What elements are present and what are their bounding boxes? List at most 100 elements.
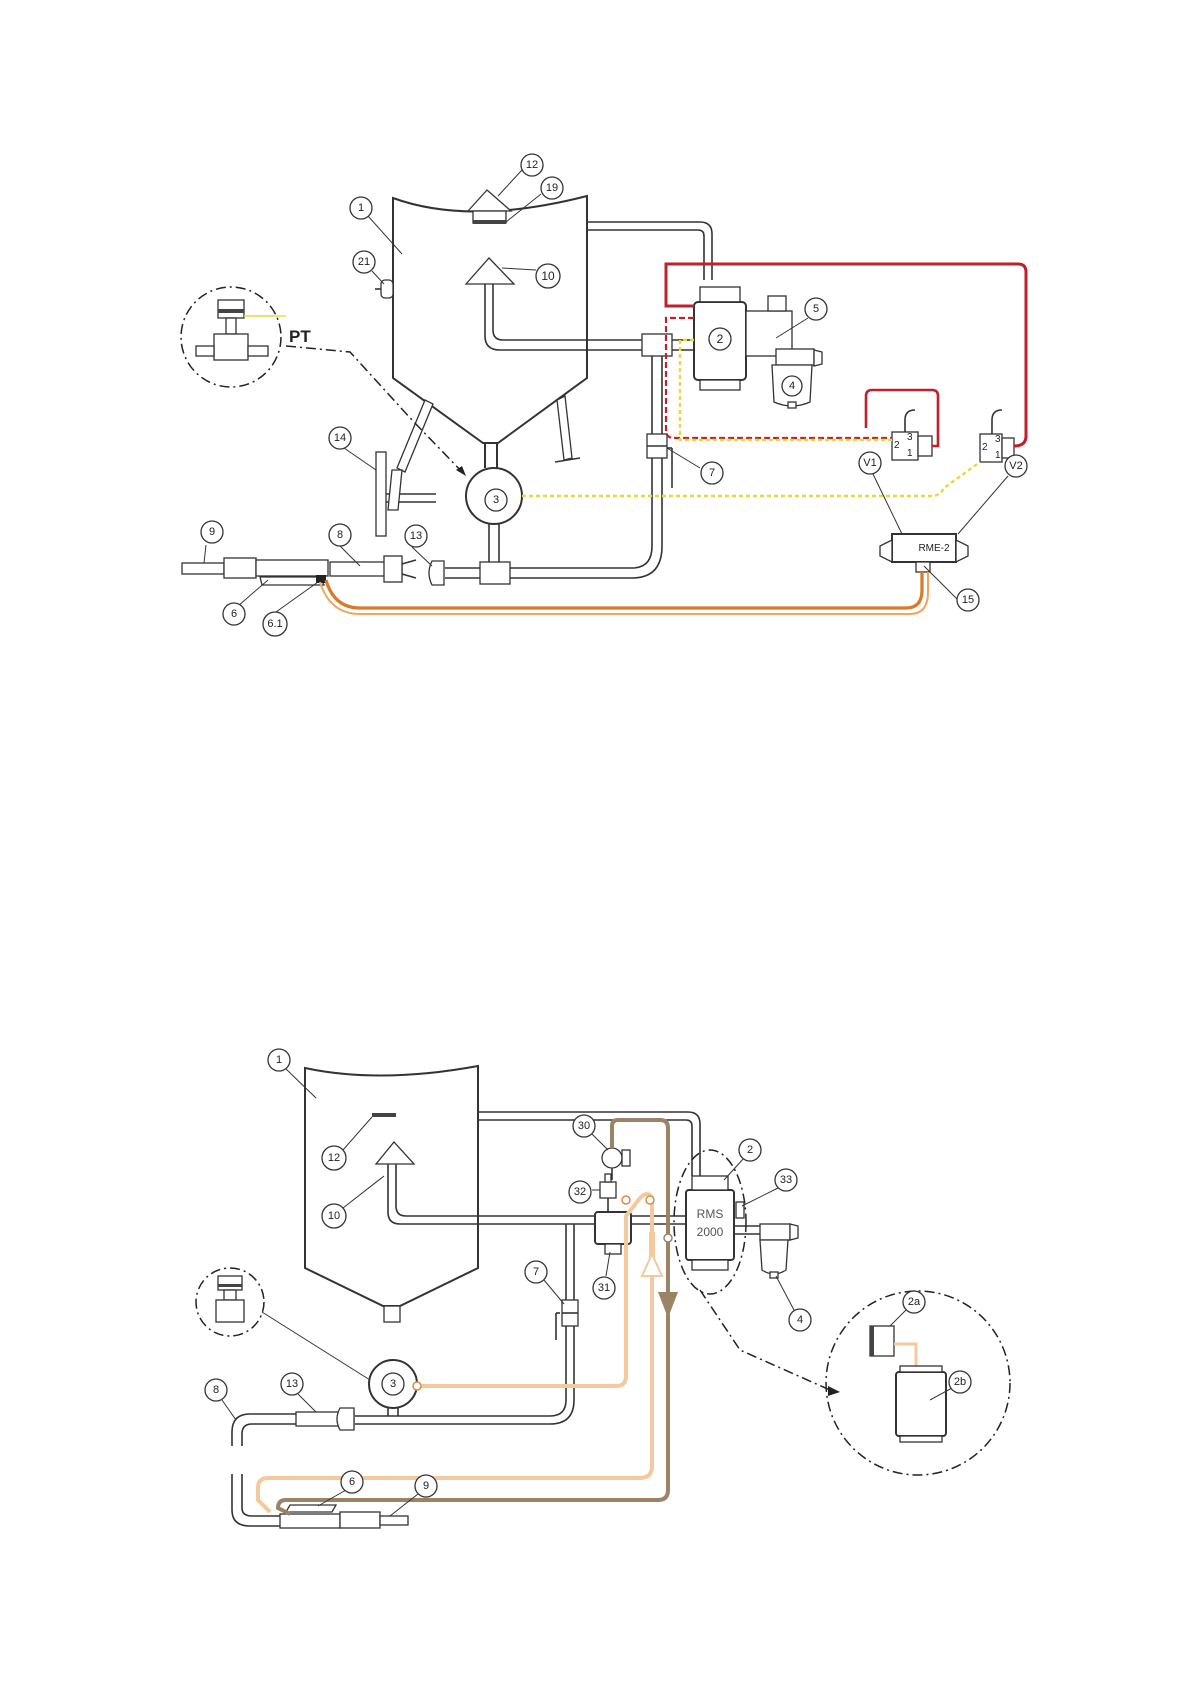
detail3-body xyxy=(216,1300,244,1322)
label-d2-10: 10 xyxy=(322,1204,346,1228)
detail3-stem xyxy=(224,1290,236,1300)
pt-sensor-stem xyxy=(226,318,236,334)
v1-port-top: 3 xyxy=(907,432,913,443)
label-d1-5: 5 xyxy=(805,298,827,320)
hose-coupling-8-head xyxy=(384,556,402,582)
brown-arrow xyxy=(658,1292,678,1318)
diagram-2: RMS 2000 xyxy=(196,1049,1010,1528)
svg-text:9: 9 xyxy=(423,1480,429,1492)
rme-2-right-port xyxy=(956,540,968,562)
bottom-tee xyxy=(480,562,510,584)
unit-2b-bottom xyxy=(900,1436,942,1442)
rms-text-2: 2000 xyxy=(697,1225,724,1239)
svg-text:2: 2 xyxy=(747,1144,753,1156)
rme-2-left-port xyxy=(880,540,892,562)
svg-text:12: 12 xyxy=(328,1152,340,1164)
label-d2-32: 32 xyxy=(569,1181,591,1203)
label-d2-31: 31 xyxy=(593,1277,615,1299)
leader-d1-14 xyxy=(344,448,376,470)
label-d1-2: 2 xyxy=(709,328,731,350)
handwheel-arm xyxy=(388,470,402,510)
deadman-6-d2 xyxy=(286,1505,336,1512)
svg-text:V2: V2 xyxy=(1009,460,1022,472)
tee-fitting xyxy=(642,334,672,356)
solenoid-V1-wire xyxy=(905,410,915,432)
label-d1-8: 8 xyxy=(329,524,351,546)
solenoid-V1-block xyxy=(918,436,932,456)
leader-d2-4 xyxy=(776,1276,794,1310)
pt-pipe-right xyxy=(248,346,268,356)
nozzle-holder xyxy=(224,558,256,578)
coupling-13-d2 xyxy=(337,1408,354,1430)
svg-text:10: 10 xyxy=(328,1210,340,1222)
label-d2-2: 2 xyxy=(739,1139,761,1161)
leader-d2-2a xyxy=(890,1310,906,1326)
label-d1-15: 15 xyxy=(957,589,979,611)
regulator-5-cap xyxy=(768,296,786,311)
diagram-1: PT RME-2 3 2 1 3 2 1 1 21 12 19 10 2 xyxy=(181,154,1027,636)
label-d1-12: 12 xyxy=(521,154,543,176)
leader-d2-30 xyxy=(592,1134,608,1150)
leader-d2-7 xyxy=(544,1280,564,1304)
connector-dot-2 xyxy=(646,1196,654,1204)
svg-text:1: 1 xyxy=(358,202,364,214)
connector-dot-3 xyxy=(664,1234,672,1242)
svg-text:2: 2 xyxy=(717,332,724,346)
pt-sensor-body xyxy=(214,334,248,360)
leader-d2-2 xyxy=(724,1158,744,1180)
separator-4-head xyxy=(760,1224,790,1240)
svg-text:19: 19 xyxy=(546,182,558,194)
svg-text:10: 10 xyxy=(541,269,555,283)
tank-leg-right xyxy=(557,396,572,460)
deadman-6 xyxy=(260,577,324,585)
label-d2-2b: 2b xyxy=(949,1371,971,1393)
leader-d1-21 xyxy=(372,271,384,284)
svg-text:8: 8 xyxy=(337,529,343,541)
leader-d2-13 xyxy=(298,1394,316,1412)
svg-text:21: 21 xyxy=(358,256,370,268)
nozzle-9-d2 xyxy=(380,1516,408,1525)
rms-2000-top xyxy=(692,1176,728,1190)
nozzle-hose-grip xyxy=(256,560,328,576)
svg-text:5: 5 xyxy=(813,303,819,315)
svg-text:4: 4 xyxy=(797,1314,803,1326)
plate-12-d2 xyxy=(372,1113,396,1117)
connector-dot-1 xyxy=(622,1196,630,1204)
valve-32 xyxy=(600,1182,616,1198)
leader-d2-8 xyxy=(222,1400,236,1420)
pt-label: PT xyxy=(289,327,311,346)
pt-pipe-left xyxy=(196,346,214,356)
detail3-top xyxy=(218,1276,242,1290)
hose-8-d2-top-in xyxy=(242,1424,296,1446)
svg-text:4: 4 xyxy=(789,380,795,392)
svg-text:1: 1 xyxy=(276,1054,282,1066)
svg-text:31: 31 xyxy=(598,1282,610,1294)
label-d1-10: 10 xyxy=(536,264,560,288)
valve-2-bottom xyxy=(700,380,740,390)
svg-text:7: 7 xyxy=(533,1266,539,1278)
svg-text:6.1: 6.1 xyxy=(267,618,282,630)
leader-d1-12 xyxy=(498,170,522,196)
nozzle-holder-d2 xyxy=(340,1512,380,1528)
tank-leg-left xyxy=(397,400,433,472)
svg-text:30: 30 xyxy=(578,1120,590,1132)
regulator-30 xyxy=(602,1148,622,1168)
svg-text:8: 8 xyxy=(213,1384,219,1396)
detail3-leader xyxy=(262,1312,370,1380)
separator-4-d2 xyxy=(760,1240,788,1274)
valve-32-top xyxy=(605,1174,611,1182)
label-d1-4: 4 xyxy=(782,376,802,396)
svg-text:3: 3 xyxy=(390,1378,396,1390)
svg-text:2a: 2a xyxy=(908,1296,921,1308)
sensor-2a-edge xyxy=(870,1326,874,1356)
valve-31-bottom xyxy=(605,1244,621,1254)
svg-text:V1: V1 xyxy=(863,457,876,469)
v1-port-left: 2 xyxy=(894,440,900,451)
leader-d1-6-1 xyxy=(276,582,318,612)
cap-12 xyxy=(468,190,511,211)
svg-text:32: 32 xyxy=(574,1186,586,1198)
svg-text:9: 9 xyxy=(209,526,215,538)
regulator-30-knob xyxy=(622,1150,630,1166)
label-d1-6-1: 6.1 xyxy=(263,612,287,636)
